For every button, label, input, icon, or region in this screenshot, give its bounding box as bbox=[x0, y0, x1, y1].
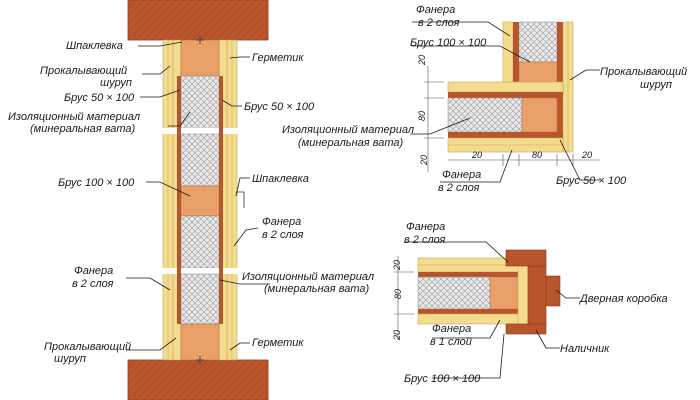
screw-icon bbox=[196, 356, 204, 364]
door-label-door-frame: Дверная коробка bbox=[578, 293, 668, 305]
insulation-lower bbox=[180, 215, 220, 269]
label-screw-top-1: Прокалывающий bbox=[40, 65, 127, 77]
corner-insulation-horizontal bbox=[447, 97, 523, 133]
door-dim-v-bot: 20 bbox=[392, 330, 402, 341]
brick-top bbox=[127, 0, 269, 41]
beam-mid bbox=[180, 185, 220, 217]
label-plywood-right-1: Фанера bbox=[262, 216, 301, 228]
corner-label-plywood-bottom-2: в 2 слоя bbox=[438, 182, 480, 194]
sealant-mid-gap bbox=[160, 268, 240, 274]
corner-section bbox=[447, 21, 574, 153]
dim-h-right: 20 bbox=[581, 150, 592, 160]
corner-dims: 20 80 20 20 80 20 bbox=[417, 55, 600, 172]
corner-label-screw-2: шуруп bbox=[640, 79, 672, 91]
label-beam-50-left: Брус 50 × 100 bbox=[64, 92, 135, 104]
corner-label-plywood-2: в 2 слоя bbox=[418, 17, 460, 29]
label-plywood-right-2: в 2 слоя bbox=[262, 229, 304, 241]
insulation-upper bbox=[180, 75, 220, 131]
label-screw-bottom-1: Прокалывающий bbox=[44, 341, 131, 353]
dim-v-top: 20 bbox=[417, 55, 427, 66]
door-label-plywood-1: Фанера bbox=[406, 221, 445, 233]
label-sealant-bottom: Герметик bbox=[252, 337, 304, 349]
dim-h-left: 20 bbox=[471, 150, 482, 160]
putty-mark bbox=[236, 191, 245, 208]
brick-bottom bbox=[127, 359, 269, 400]
label-plywood-left-2: в 2 слоя bbox=[72, 278, 114, 290]
label-screw-top-2: шуруп bbox=[100, 77, 132, 89]
label-insulation-1: Изоляционный материал bbox=[8, 111, 140, 123]
door-frame-shape bbox=[527, 265, 547, 327]
dim-v-mid: 80 bbox=[417, 111, 427, 121]
label-screw-bottom-2: шуруп bbox=[54, 353, 86, 365]
beam-top bbox=[180, 39, 220, 77]
left-view-leaders bbox=[126, 41, 270, 351]
corner-label-plywood-1: Фанера bbox=[416, 4, 455, 16]
door-insulation bbox=[417, 276, 491, 310]
door-label-plywood-one-1: Фанера bbox=[432, 323, 471, 335]
insulation-lower-2 bbox=[180, 273, 220, 325]
dim-v-bot: 20 bbox=[419, 155, 429, 166]
corner-label-insulation-2: (минеральная вата) bbox=[298, 137, 403, 149]
door-label-plywood-one-2: в 1 слой bbox=[430, 336, 472, 348]
screw-icon bbox=[196, 36, 204, 44]
door-dim-v-top: 20 bbox=[392, 260, 402, 271]
dim-h-mid: 80 bbox=[532, 150, 542, 160]
label-plywood-left-1: Фанера bbox=[74, 265, 113, 277]
door-section bbox=[417, 249, 561, 335]
corner-label-screw-1: Прокалывающий bbox=[600, 66, 687, 78]
label-beam-50-right: Брус 50 × 100 bbox=[244, 101, 315, 113]
door-labels: Фанера в 2 слоя Дверная коробка Фанера в… bbox=[404, 221, 668, 385]
left-view-labels: Шпаклевка Прокалывающий шуруп Брус 50 × … bbox=[8, 40, 374, 365]
label-insulation-mid-2: (минеральная вата) bbox=[264, 283, 369, 295]
door-dims: 20 80 20 bbox=[392, 256, 414, 341]
corner-label-beam-100: Брус 100 × 100 bbox=[410, 37, 487, 49]
corner-label-beam-50: Брус 50 × 100 bbox=[556, 175, 627, 187]
door-label-beam-100: Брус 100 × 100 bbox=[404, 373, 481, 385]
label-putty-mid: Шпаклевка bbox=[252, 173, 309, 185]
label-beam-100: Брус 100 × 100 bbox=[58, 177, 135, 189]
corner-insulation-vertical bbox=[518, 21, 558, 63]
label-insulation-mid-1: Изоляционный материал bbox=[242, 271, 374, 283]
door-leaders bbox=[404, 241, 580, 379]
corner-labels: Фанера в 2 слоя Брус 100 × 100 Прокалыва… bbox=[282, 4, 687, 194]
corner-leaders bbox=[410, 21, 600, 183]
door-dim-v-mid: 80 bbox=[393, 289, 403, 299]
sealant-top-gap bbox=[160, 128, 240, 134]
left-wall-section bbox=[127, 0, 269, 400]
corner-label-plywood-bottom-1: Фанера bbox=[442, 169, 481, 181]
beam-bottom bbox=[180, 323, 220, 361]
label-insulation-2: (минеральная вата) bbox=[30, 123, 135, 135]
door-label-casing: Наличник bbox=[560, 343, 610, 355]
insulation-upper-2 bbox=[180, 133, 220, 187]
label-putty-top: Шпаклевка bbox=[66, 40, 123, 52]
door-label-plywood-2: в 2 слоя bbox=[404, 234, 446, 246]
label-sealant-top: Герметик bbox=[252, 52, 304, 64]
corner-label-insulation-1: Изоляционный материал bbox=[282, 124, 414, 136]
